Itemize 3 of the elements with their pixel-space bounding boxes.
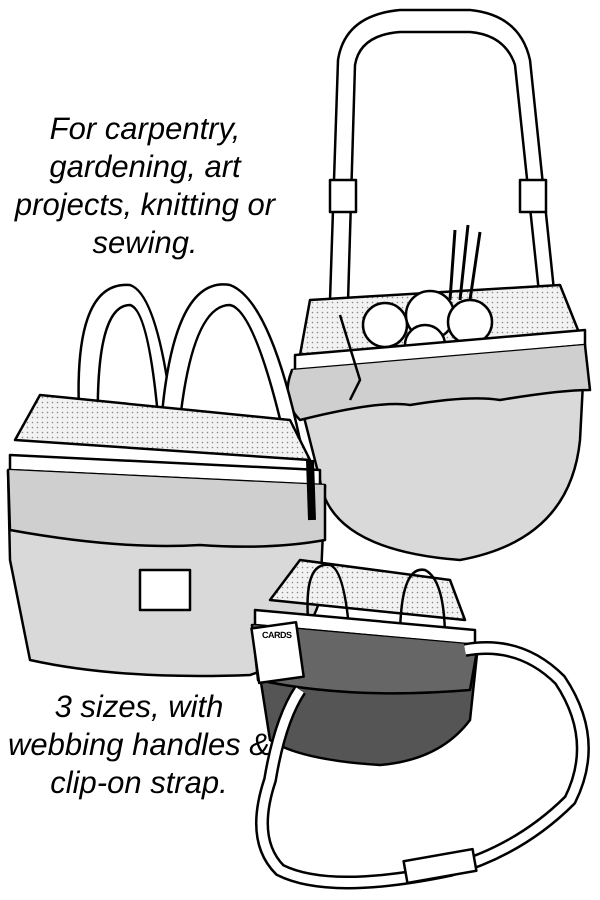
description-text: For carpentry, gardening, art projects, knitting or sewing. (13, 110, 277, 262)
features-text: 3 sizes, with webbing handles & clip-on strap. (8, 688, 270, 802)
card-pack-text: CARDS (262, 630, 293, 640)
